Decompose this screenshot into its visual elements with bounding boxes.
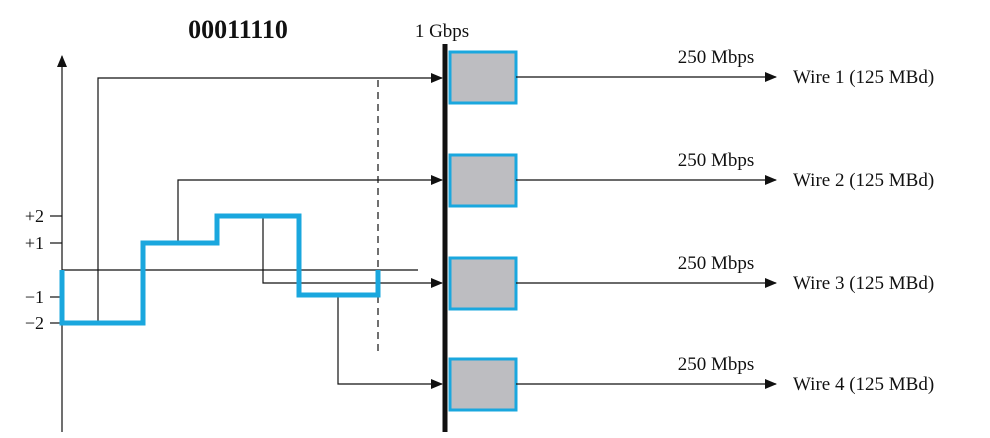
wire-3-rate-label: 250 Mbps — [678, 253, 755, 274]
bus-rate-label: 1 Gbps — [415, 21, 469, 42]
lane-1-box — [448, 50, 518, 105]
wire-3-label: Wire 3 (125 MBd) — [793, 273, 934, 294]
lane-1-route — [97, 73, 443, 323]
wire-4-rate-label: 250 Mbps — [678, 354, 755, 375]
lane-4-route — [337, 297, 443, 389]
wire-1-rate-label: 250 Mbps — [678, 47, 755, 68]
lane-2-box — [448, 153, 518, 208]
level-label-minus1: −1 — [25, 287, 44, 307]
wire-2-rate-label: 250 Mbps — [678, 150, 755, 171]
lane-2-route — [177, 175, 443, 243]
wire-1-label: Wire 1 (125 MBd) — [793, 67, 934, 88]
level-ticks: +2 +1 −1 −2 — [25, 206, 62, 333]
lane-3-route — [262, 216, 443, 288]
level-label-minus2: −2 — [25, 313, 44, 333]
lane-4-box — [448, 357, 518, 412]
pam5-signal-waveform — [59, 213, 381, 326]
level-label-plus2: +2 — [25, 206, 44, 226]
lane-3-box — [448, 256, 518, 311]
level-label-plus1: +1 — [25, 233, 44, 253]
bit-sequence-label: 00011110 — [188, 15, 288, 44]
wire-4-label: Wire 4 (125 MBd) — [793, 374, 934, 395]
wire-2-label: Wire 2 (125 MBd) — [793, 170, 934, 191]
